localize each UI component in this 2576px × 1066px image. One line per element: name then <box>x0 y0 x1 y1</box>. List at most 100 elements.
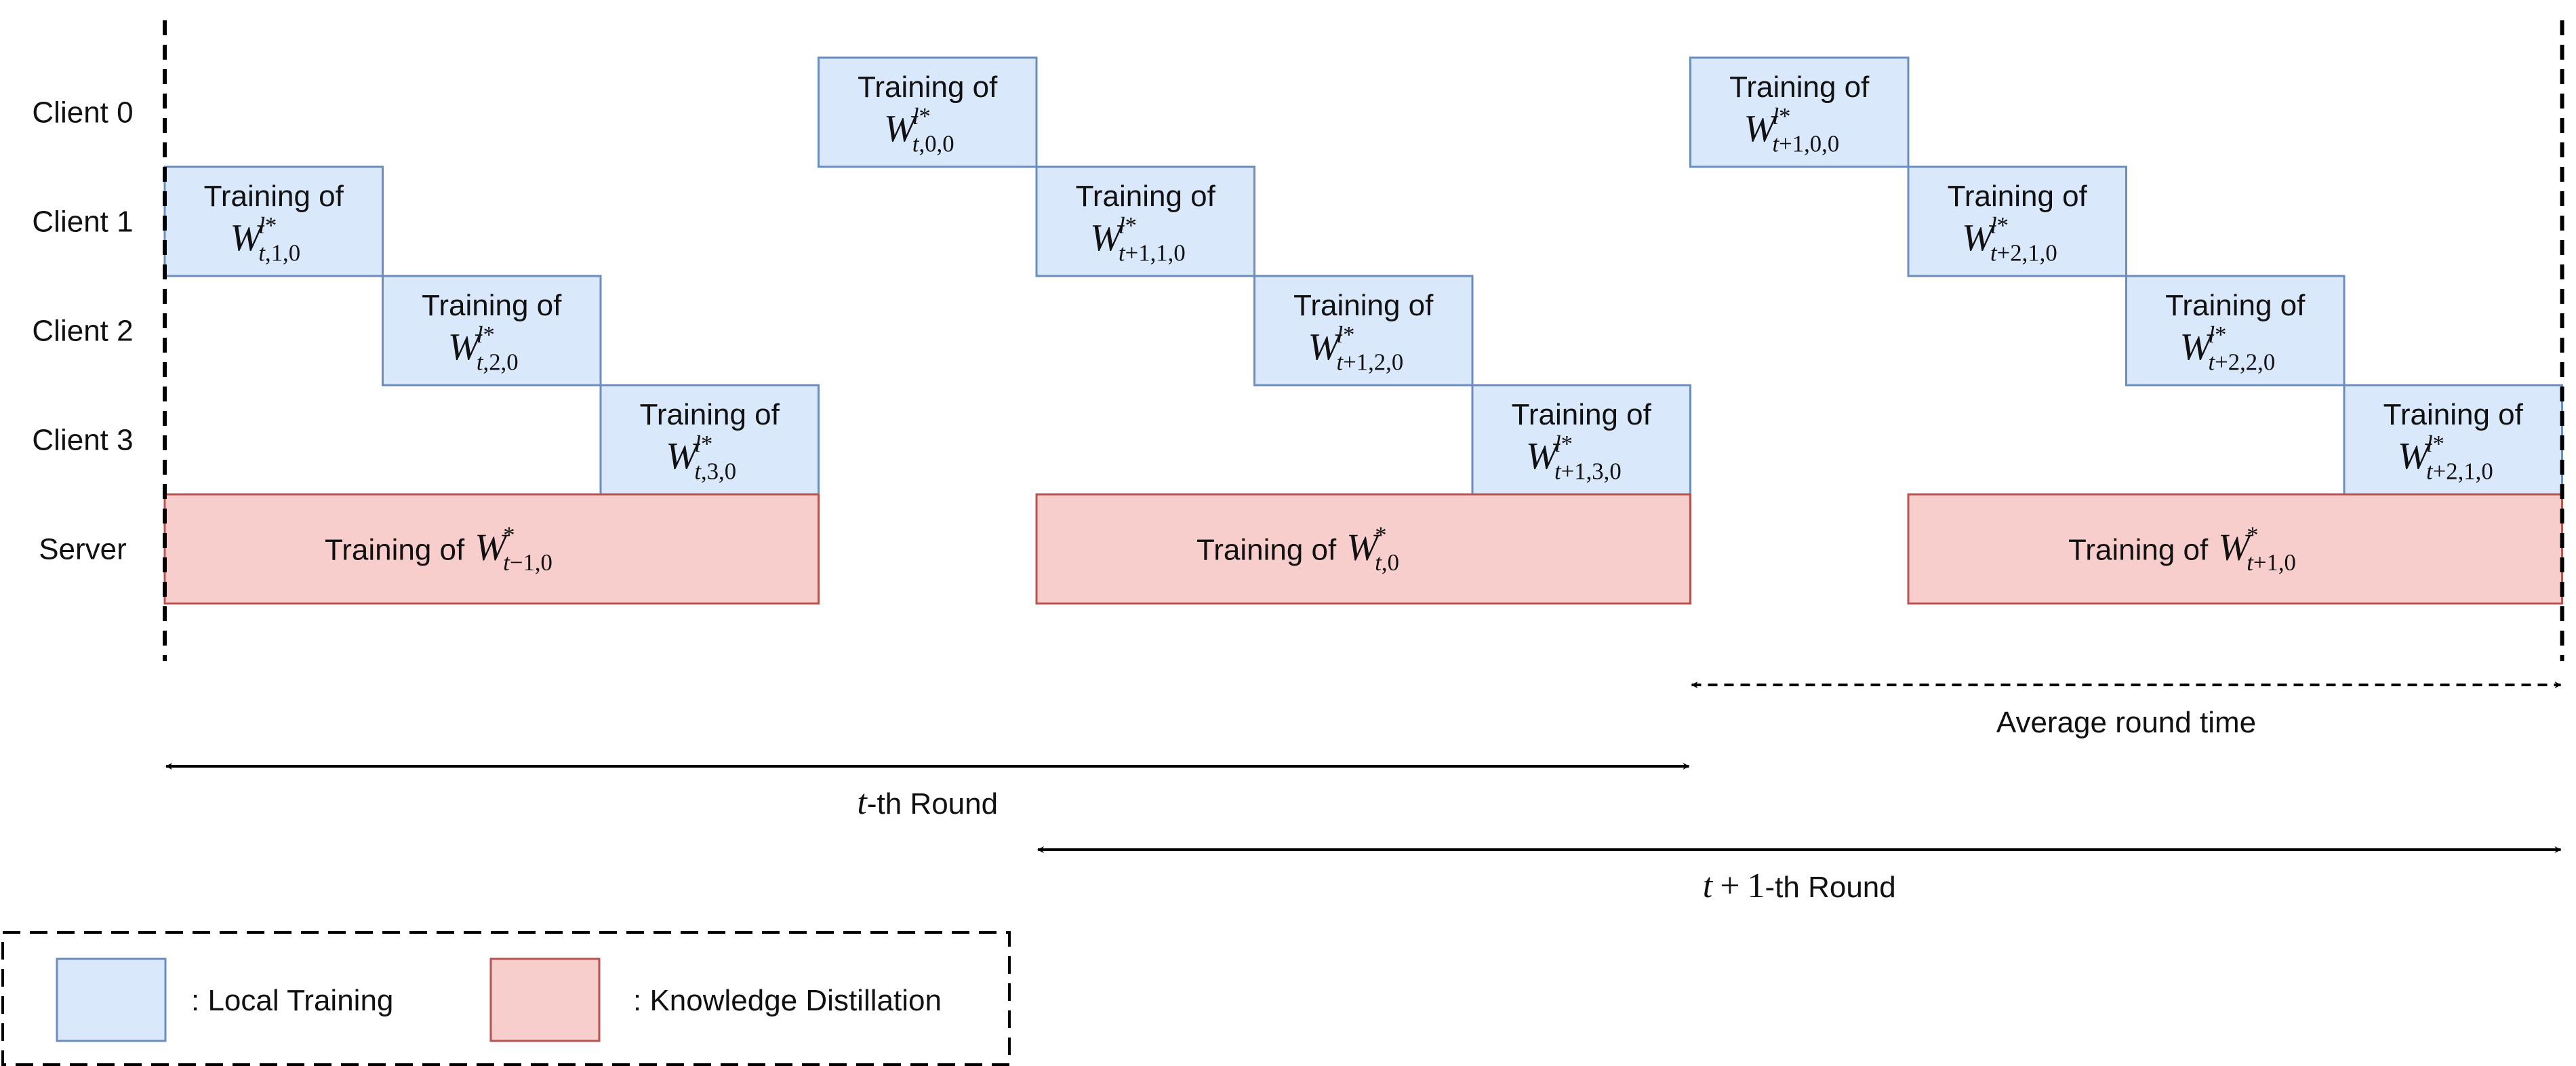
task-prefix: Training of <box>1076 180 1216 213</box>
math-subscript: t−1,0 <box>503 549 552 576</box>
math-base: W <box>1090 217 1125 259</box>
math-subscript: t+1,3,0 <box>1554 458 1622 485</box>
math-superscript: l* <box>1554 431 1573 457</box>
math-superscript: l* <box>477 321 495 348</box>
math-superscript: * <box>1375 521 1386 548</box>
math-subscript: t+1,2,0 <box>1336 349 1403 376</box>
math-subscript: t+2,1,0 <box>1990 240 2057 266</box>
task-weight-label: Wl*t+2,1,0 <box>2398 431 2493 485</box>
math-subscript: t+1,1,0 <box>1119 240 1186 266</box>
task-prefix: Training of <box>2068 534 2209 567</box>
math-superscript: l* <box>2426 431 2444 457</box>
math-superscript: l* <box>2208 321 2226 348</box>
task-prefix: Training of <box>1948 180 2088 213</box>
local-training-rect <box>1253 275 1474 387</box>
math-subscript: t+2,1,0 <box>2426 458 2493 485</box>
row-label: Client 1 <box>32 205 133 239</box>
knowledge-distillation-rect <box>1035 493 1691 605</box>
task-prefix: Training of <box>2383 398 2524 431</box>
math-subscript: t,3,0 <box>694 458 736 485</box>
local-training-rect <box>163 165 384 277</box>
span-avg: Average round time <box>1691 682 2562 739</box>
local-training-rect <box>1471 384 1691 496</box>
task-weight-label: Wl*t+1,1,0 <box>1090 212 1186 266</box>
task-weight-label: Wl*t+2,1,0 <box>1962 212 2057 266</box>
math-base: W <box>2398 435 2432 477</box>
legend: : Local Training : Knowledge Distillation <box>1 931 1011 1066</box>
math-superscript: l* <box>258 212 277 239</box>
task-weight-label: Wl*t+1,3,0 <box>1526 431 1622 485</box>
math-superscript: l* <box>1119 212 1137 239</box>
span-label: Average round time <box>1996 706 2256 739</box>
legend-local-swatch <box>56 958 167 1042</box>
task-prefix: Training of <box>422 289 562 322</box>
row-label: Server <box>39 533 127 566</box>
task-prefix: Training of <box>1512 398 1652 431</box>
task-weight-label: Wl*t,1,0 <box>230 212 300 266</box>
legend-local-label: : Local Training <box>191 984 393 1017</box>
task-weight-label: Wl*t,3,0 <box>666 431 736 485</box>
local-training-rect <box>2125 275 2346 387</box>
client-task-box: Training of Wl*t+2,2,0 <box>2125 275 2346 387</box>
server-task-box: Training of W*t+1,0 <box>1907 493 2563 605</box>
math-subscript: t+1,0,0 <box>1772 131 1839 157</box>
local-training-rect <box>818 56 1038 168</box>
math-superscript: * <box>2247 521 2258 548</box>
task-prefix: Training of <box>858 71 998 104</box>
math-base: W <box>475 527 509 569</box>
span-round-t: t-th Round <box>165 763 1690 822</box>
row-label: Client 3 <box>32 424 133 457</box>
math-base: W <box>1526 435 1561 477</box>
math-subscript: t,2,0 <box>477 349 519 376</box>
span-label: t + 1-th Round <box>1703 867 1896 905</box>
math-superscript: l* <box>1772 103 1790 130</box>
math-base: W <box>1744 108 1778 150</box>
local-training-rect <box>1907 165 2127 277</box>
local-training-rect <box>1689 56 1910 168</box>
task-weight-label: W*t−1,0 <box>475 521 552 576</box>
math-base: W <box>1308 326 1342 368</box>
math-subscript: t+2,2,0 <box>2208 349 2275 376</box>
math-superscript: l* <box>1990 212 2009 239</box>
client-task-box: Training of Wl*t+1,0,0 <box>1689 56 1910 168</box>
math-superscript: * <box>503 521 515 548</box>
task-weight-label: W*t+1,0 <box>2218 521 2296 576</box>
math-base: W <box>2218 527 2253 569</box>
math-base: W <box>448 326 483 368</box>
round-boundaries <box>163 20 2564 661</box>
task-prefix: Training of <box>204 180 344 213</box>
task-prefix: Training of <box>2165 289 2306 322</box>
legend-frame <box>1 931 1011 1066</box>
math-base: W <box>2179 326 2214 368</box>
knowledge-distillation-rect <box>1907 493 2563 605</box>
task-weight-label: Wl*t+1,2,0 <box>1308 321 1403 376</box>
task-weight-label: Wl*t,2,0 <box>448 321 519 376</box>
task-weight-label: Wl*t,0,0 <box>884 103 954 157</box>
legend-kd-swatch <box>489 958 601 1042</box>
time-spans: Average round time t-th Round t + 1-th Rou… <box>165 682 2562 905</box>
math-subscript: t,1,0 <box>258 240 300 266</box>
task-prefix: Training of <box>640 398 780 431</box>
span-label: t-th Round <box>857 783 998 822</box>
task-prefix: Training of <box>1729 71 1870 104</box>
local-training-rect <box>599 384 820 496</box>
task-prefix: Training of <box>1293 289 1434 322</box>
knowledge-distillation-rect <box>163 493 820 605</box>
local-training-rect <box>1035 165 1255 277</box>
row-label: Client 0 <box>32 96 133 130</box>
task-prefix: Training of <box>325 534 465 567</box>
legend-kd-label: : Knowledge Distillation <box>633 984 942 1017</box>
